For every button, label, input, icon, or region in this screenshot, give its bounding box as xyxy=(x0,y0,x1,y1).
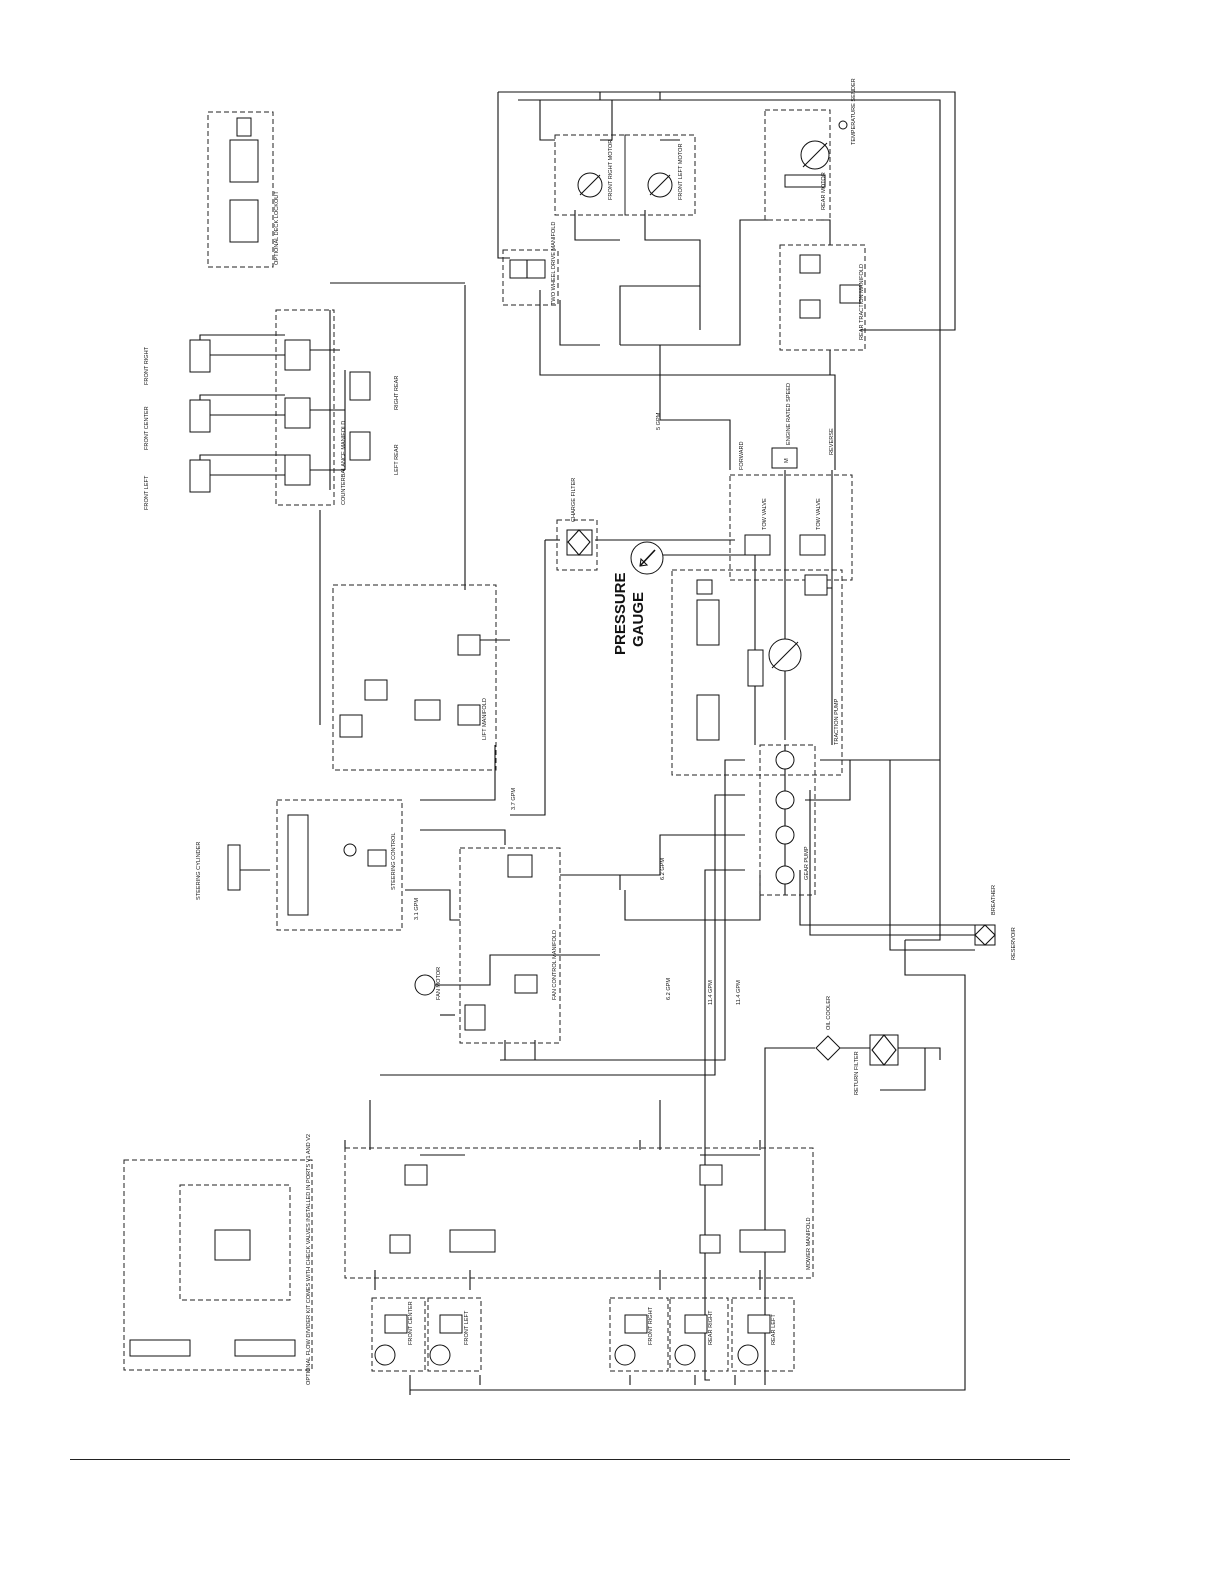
gear-pump-label: GEAR PUMP xyxy=(804,846,810,880)
mower-rear-left-label: REAR LEFT xyxy=(771,1314,777,1345)
mower-manifold-label: MOWER MANIFOLD xyxy=(806,1217,812,1270)
flow-label: 6.2 GPM xyxy=(660,858,666,880)
svg-text:M: M xyxy=(784,458,790,463)
rear-traction-manifold-label: REAR TRACTION MANIFOLD xyxy=(859,264,865,340)
mower-front-center-label: FRONT CENTER xyxy=(408,1301,414,1345)
front-right-deck-label: FRONT RIGHT xyxy=(144,346,150,385)
left-rear-deck-label: LEFT REAR xyxy=(394,444,400,475)
flow-label: 3.1 GPM xyxy=(414,898,420,920)
reverse-label: REVERSE xyxy=(829,428,835,455)
reservoir-label: RESERVOIR xyxy=(1011,927,1017,960)
mower-front-right-label: FRONT RIGHT xyxy=(648,1306,654,1345)
breather-label: BREATHER xyxy=(991,885,997,915)
pressure-gauge-label: PRESSURE GAUGE xyxy=(612,572,647,655)
lift-manifold-label: LIFT MANIFOLD xyxy=(482,698,488,740)
flow-label: 3.7 GPM xyxy=(511,788,517,810)
pressure-gauge-line2: GAUGE xyxy=(630,592,647,647)
right-rear-deck-label: RIGHT REAR xyxy=(394,376,400,410)
temperature-sender-label: TEMPERATURE SENDER xyxy=(851,78,857,145)
front-center-deck-label: FRONT CENTER xyxy=(144,406,150,450)
oil-cooler-label: OIL COOLER xyxy=(826,996,832,1030)
charge-filter-label: CHARGE FILTER xyxy=(571,478,577,522)
return-filter-label: RETURN FILTER xyxy=(854,1051,860,1095)
engine-speed-label: ENGINE RATED SPEED xyxy=(786,383,792,445)
main-piping xyxy=(199,91,975,1395)
flow-label: 6.2 GPM xyxy=(666,978,672,1000)
flow-label: 5 GPM xyxy=(656,412,662,430)
steering-control-label: STEERING CONTROL xyxy=(391,833,397,891)
pressure-gauge-line1: PRESSURE xyxy=(612,572,629,655)
forward-label: FORWARD xyxy=(739,441,745,470)
fan-motor-label: FAN MOTOR xyxy=(436,967,442,1000)
mower-rear-right-label: REAR RIGHT xyxy=(708,1310,714,1345)
counterbalance-manifold-label: COUNTERBALANCE MANIFOLD xyxy=(341,421,347,505)
two-wheel-drive-manifold-label: TWO WHEEL DRIVE MANIFOLD xyxy=(551,222,557,305)
page-footer-rule xyxy=(70,1459,1070,1460)
rear-motor-label: REAR MOTOR xyxy=(821,172,827,210)
optional-flow-divider-note: OPTIONAL FLOW DIVIDER KIT COMES WITH CHE… xyxy=(306,1134,312,1385)
flow-label: 11.4 GPM xyxy=(736,980,742,1005)
tow-valve-2-label: TOW VALVE xyxy=(816,498,822,530)
steering-cylinder-label: STEERING CYLINDER xyxy=(196,842,202,900)
flow-label: 11.4 GPM xyxy=(708,980,714,1005)
component-symbols: M xyxy=(129,117,996,1366)
component-enclosures xyxy=(123,109,866,1372)
mower-front-left-label: FRONT LEFT xyxy=(464,1310,470,1345)
front-left-motor-label: FRONT LEFT MOTOR xyxy=(678,143,684,200)
fan-control-manifold-label: FAN CONTROL MANIFOLD xyxy=(552,930,558,1000)
front-left-deck-label: FRONT LEFT xyxy=(144,475,150,510)
front-right-motor-label: FRONT RIGHT MOTOR xyxy=(608,140,614,200)
optional-deck-lockout-label: OPTIONAL DECK LOCKOUT xyxy=(274,191,280,265)
tow-valve-1-label: TOW VALVE xyxy=(762,498,768,530)
traction-pump-label: TRACTION PUMP xyxy=(834,698,840,745)
